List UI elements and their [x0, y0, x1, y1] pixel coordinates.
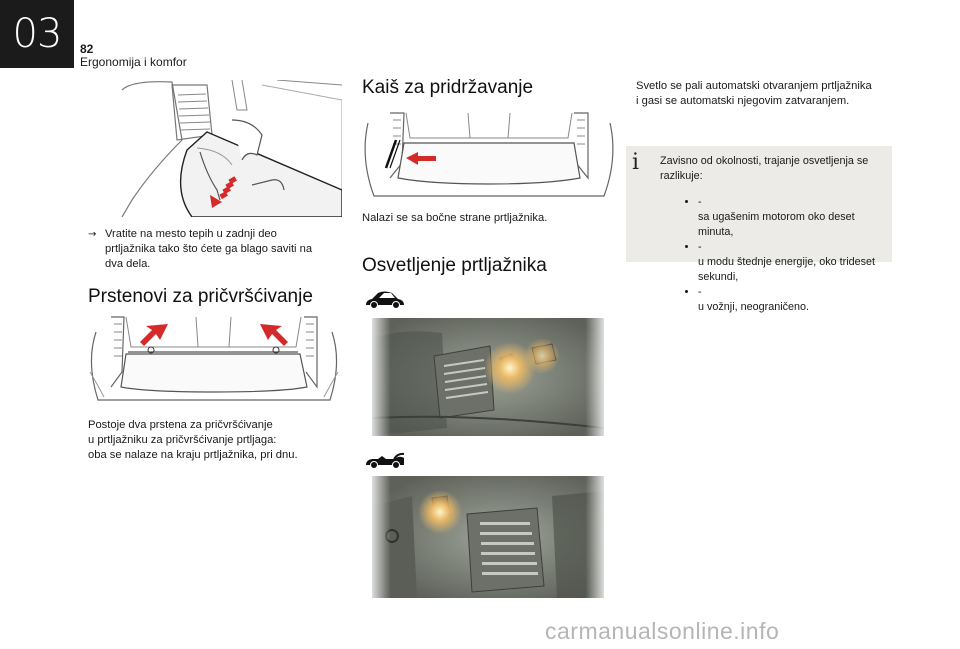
sedan-car-icon [364, 290, 406, 310]
intro-line: i gasi se automatski njegovim zatvaranje… [636, 95, 850, 107]
intro-line: Svetlo se pali automatski otvaranjem prt… [636, 80, 872, 92]
carpet-text-line: dva dela. [105, 258, 151, 270]
chapter-number: 03 [0, 0, 74, 68]
info-list: - sa ugašenim motorom oko deset minuta, … [658, 195, 890, 315]
rings-illustration [86, 312, 342, 404]
carpet-illustration [112, 80, 342, 217]
strap-text: Nalazi se sa bočne strane prtljažnika. [362, 212, 548, 224]
rings-text: Postoje dva prstena za pričvršćivanje u … [88, 418, 348, 463]
rings-text-line: Postoje dva prstena za pričvršćivanje [88, 419, 273, 431]
carpet-text-line: Vratite na mesto tepih u zadnji deo [105, 228, 277, 240]
carpet-bullet: → [88, 227, 96, 242]
info-list-item: - u vožnji, neograničeno. [698, 285, 890, 315]
info-box [626, 146, 892, 262]
trunk-light-photo [372, 318, 604, 436]
rings-text-line: u prtljažniku za pričvršćivanje prtljaga… [88, 434, 277, 446]
heading-rings: Prstenovi za pričvršćivanje [88, 286, 313, 307]
info-line: razlikuje: [660, 170, 703, 182]
trunk-light-photo [372, 476, 604, 598]
convertible-car-icon [364, 450, 406, 470]
info-list-item: - u modu štednje energije, oko trideset … [698, 240, 890, 285]
strap-illustration [360, 108, 618, 200]
light-intro-text: Svetlo se pali automatski otvaranjem prt… [636, 79, 898, 109]
page-number: 82 [80, 42, 94, 56]
bullet-arrow-icon: → [88, 229, 97, 240]
heading-strap: Kaiš za pridržavanje [362, 77, 534, 98]
carpet-text-line: prtljažnika tako što ćete ga blago savit… [105, 243, 313, 255]
rings-text-line: oba se nalaze na kraju prtljažnika, pri … [88, 449, 298, 461]
carpet-bullet-text: Vratite na mesto tepih u zadnji deo prtl… [105, 227, 345, 272]
section-title: Ergonomija i komfor [80, 55, 187, 69]
info-list-item: - sa ugašenim motorom oko deset minuta, [698, 195, 890, 240]
info-line: Zavisno od okolnosti, trajanje osvetljen… [660, 155, 869, 167]
watermark[interactable]: carmanualsonline.info [545, 618, 780, 644]
info-text: Zavisno od okolnosti, trajanje osvetljen… [660, 154, 890, 326]
heading-light: Osvetljenje prtljažnika [362, 255, 547, 276]
info-icon: i [632, 150, 640, 175]
